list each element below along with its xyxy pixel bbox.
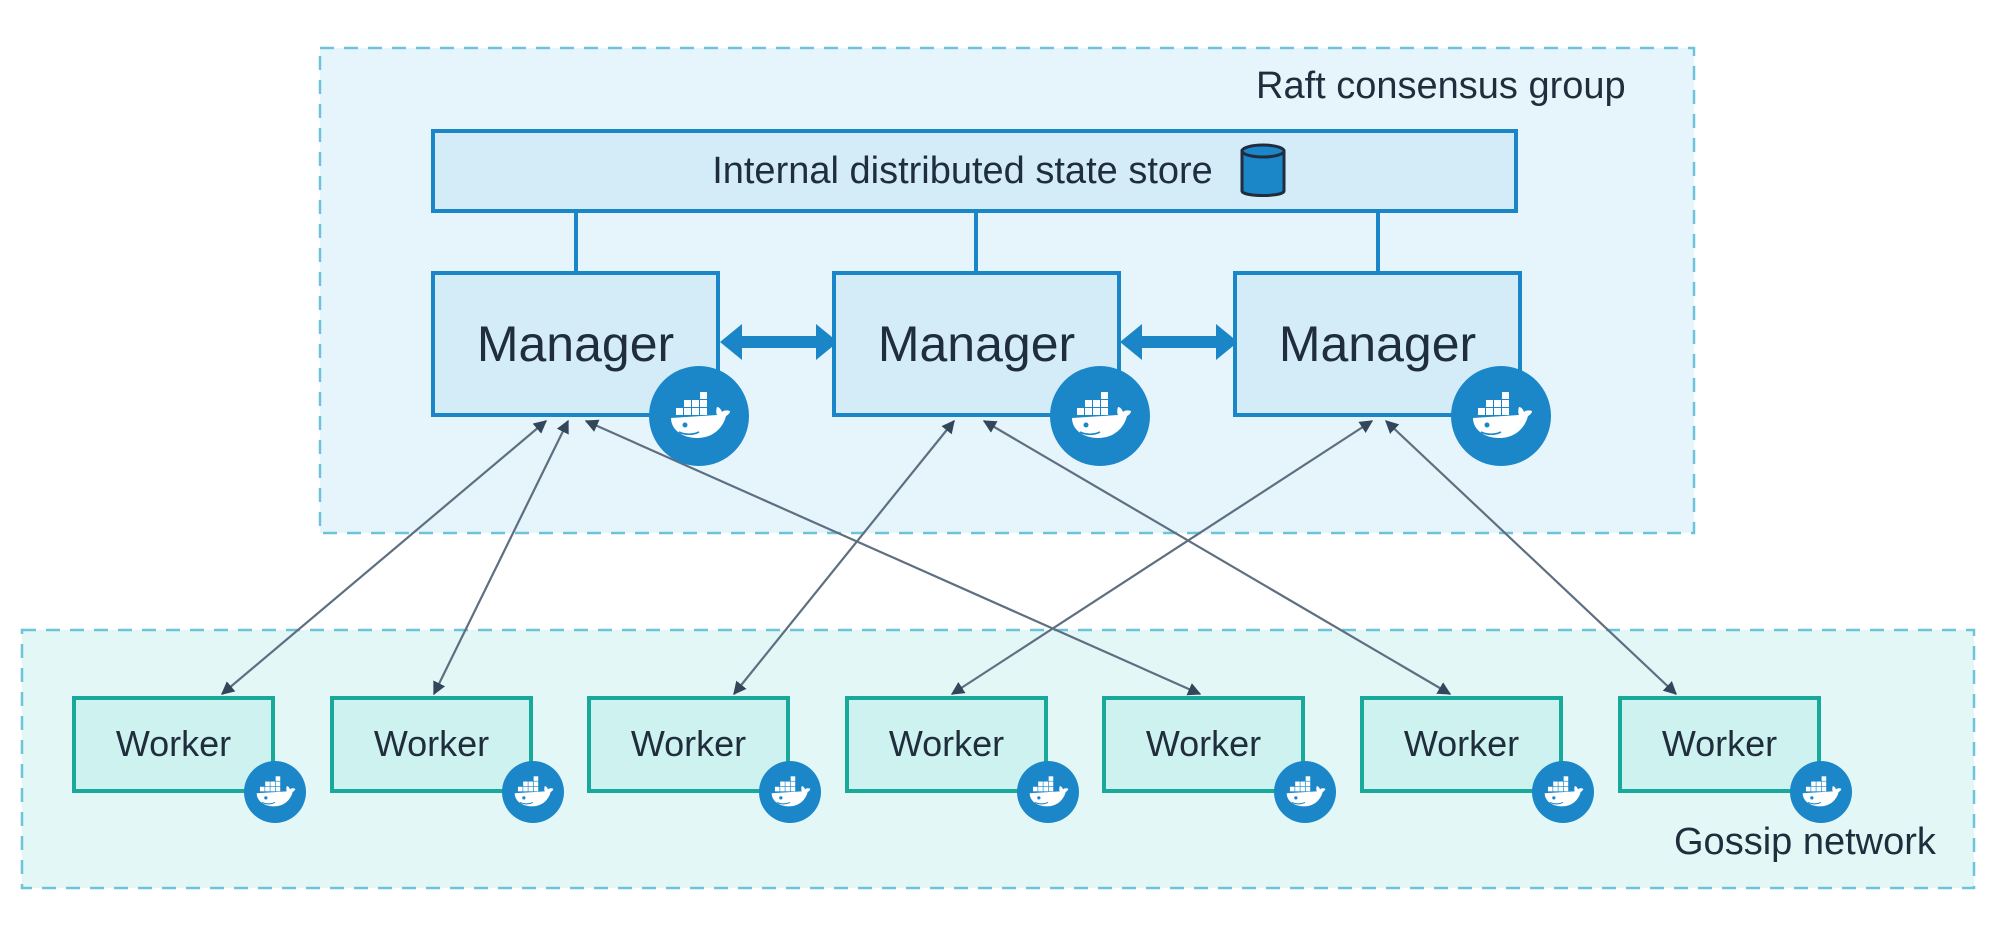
docker-whale-icon [1451,366,1551,466]
worker-label: Worker [888,722,1005,764]
manager-worker-link [950,420,1374,695]
worker-label: Worker [630,722,747,764]
manager-label: Manager [877,316,1076,372]
worker-node: Worker [330,696,533,793]
docker-whale-icon [1790,761,1852,823]
manager-node: Manager [1233,271,1522,417]
state-store-label: Internal distributed state store [712,149,1213,192]
docker-whale-icon [244,761,306,823]
docker-whale-icon [649,366,749,466]
docker-whale-icon [1274,761,1336,823]
worker-label: Worker [115,722,232,764]
raft-group-label: Raft consensus group [1256,65,1626,107]
worker-node: Worker [1618,696,1821,793]
manager-node: Manager [832,271,1121,417]
manager-worker-link [733,419,955,696]
gossip-group-label: Gossip network [1674,821,1936,863]
manager-worker-link [1385,420,1677,695]
worker-label: Worker [373,722,490,764]
manager-worker-link [433,419,569,696]
manager-link-arrow [1120,324,1238,360]
docker-whale-icon [1017,761,1079,823]
worker-label: Worker [1661,722,1778,764]
manager-label: Manager [1278,316,1477,372]
worker-node: Worker [845,696,1048,793]
database-icon [1239,142,1287,205]
worker-node: Worker [1360,696,1563,793]
worker-label: Worker [1403,722,1520,764]
worker-node: Worker [587,696,790,793]
docker-whale-icon [759,761,821,823]
worker-node: Worker [1102,696,1305,793]
worker-node: Worker [72,696,275,793]
state-store-box: Internal distributed state store [431,129,1518,213]
docker-whale-icon [1050,366,1150,466]
docker-whale-icon [1532,761,1594,823]
manager-label: Manager [476,316,675,372]
worker-label: Worker [1145,722,1262,764]
manager-link-arrow [720,324,838,360]
docker-whale-icon [502,761,564,823]
